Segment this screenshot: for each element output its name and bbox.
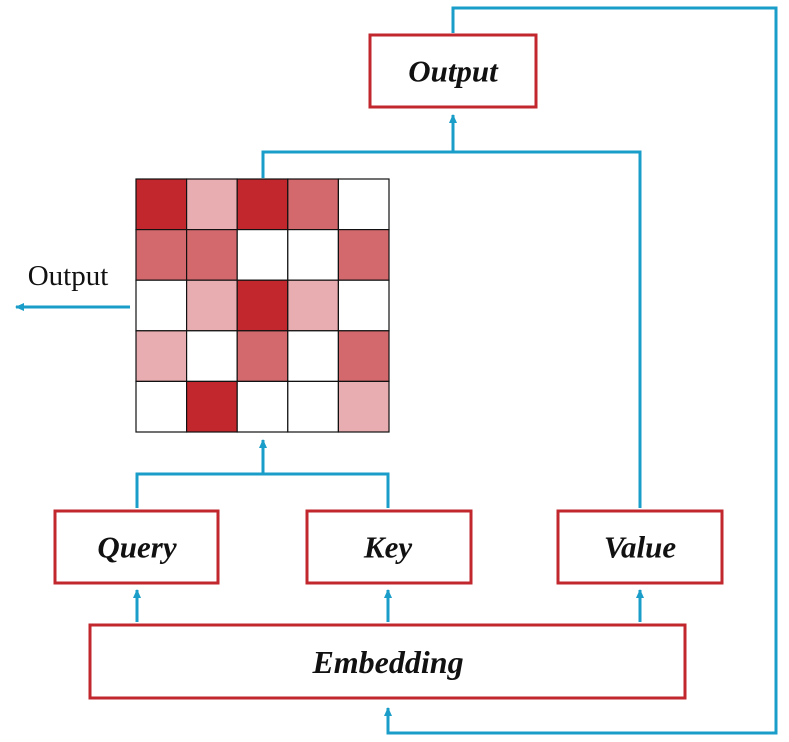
- connectors: [15, 6, 778, 735]
- matrix-cell-r2-c3: [236, 229, 289, 281]
- matrix-cell-r5-c5: [337, 380, 390, 433]
- embedding-box: Embedding: [88, 623, 687, 700]
- matrix-cell-r4-c5: [337, 330, 390, 382]
- key-box: Key: [305, 509, 473, 585]
- matrix-cell-r2-c2: [186, 229, 238, 281]
- matrix-cell-r4-c3: [236, 330, 289, 382]
- matrix-cell-r5-c2: [186, 380, 238, 433]
- matrix-cell-r2-c1: [135, 229, 188, 281]
- matrix-cell-r1-c3: [236, 178, 289, 231]
- matrix-cell-r3-c1: [135, 279, 188, 332]
- side-output-label: Output: [28, 260, 109, 292]
- matrix-cell-r5-c1: [135, 380, 188, 433]
- embedding-box-label: Embedding: [311, 644, 463, 680]
- query-box-label: Query: [97, 530, 176, 565]
- matrix-cell-r3-c3: [236, 279, 289, 332]
- matrix-cell-r5-c3: [236, 380, 289, 433]
- residual-connector: [384, 6, 778, 735]
- matrix-cell-r2-c5: [337, 229, 390, 281]
- matrix-cell-r4-c1: [135, 330, 188, 382]
- key-box-label: Key: [363, 530, 412, 565]
- matrix-cell-r3-c2: [186, 279, 238, 332]
- matrix-cell-r4-c2: [186, 330, 238, 382]
- value-box: Value: [556, 509, 724, 585]
- value-box-label: Value: [604, 530, 677, 565]
- connector-query-key-merge: [135, 472, 390, 508]
- matrix-cell-r1-c5: [337, 178, 390, 231]
- matrix-cell-r3-c5: [337, 279, 390, 332]
- matrix-cell-r3-c4: [287, 279, 339, 332]
- matrix-cell-r1-c2: [186, 178, 238, 231]
- matrix-cell-r4-c4: [287, 330, 339, 382]
- output-box: Output: [368, 33, 538, 109]
- query-box: Query: [53, 509, 220, 585]
- attention-matrix: [135, 178, 390, 433]
- matrix-cell-r5-c4: [287, 380, 339, 433]
- matrix-cell-r1-c1: [135, 178, 188, 231]
- matrix-cell-r2-c4: [287, 229, 339, 281]
- output-box-label: Output: [408, 54, 499, 89]
- matrix-cell-r1-c4: [287, 178, 339, 231]
